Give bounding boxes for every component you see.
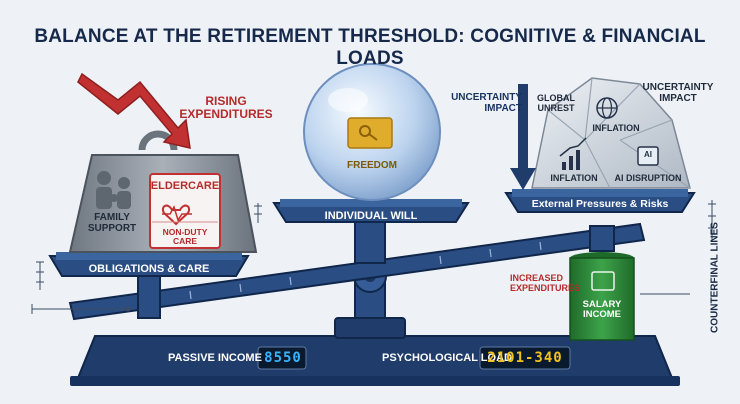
pulse-icon (162, 205, 192, 222)
obligations-care-label: OBLIGATIONS & CARE (88, 263, 210, 275)
increased-expenditures-label: INCREASED EXPENDITURES (510, 273, 581, 293)
right-pan-rim (512, 189, 688, 197)
balance-beam (68, 222, 646, 321)
counterfinal-lines-label: COUNTERFINAL LINES (709, 222, 721, 333)
external-pressures-label: External Pressures & Risks (531, 198, 669, 210)
psychological-load-display (479, 346, 571, 370)
passive-income-value: 8550 (264, 350, 302, 366)
heart-icon (162, 204, 190, 226)
rock-label-global-unrest: GLOBAL UNREST (537, 93, 575, 113)
center-pan-rim (280, 199, 462, 207)
family-icon (96, 171, 131, 209)
left-pan-rim (56, 252, 242, 260)
ai-chip-icon (637, 146, 659, 166)
key-icon (359, 125, 371, 137)
rock-label-ai-disruption: AI DISRUPTION (614, 173, 682, 183)
family-support-label: FAMILY SUPPORT (87, 212, 137, 234)
rock-label-inflation-lower: INFLATION (550, 173, 598, 183)
right-pan-stem (589, 225, 615, 252)
passive-income-display (257, 346, 307, 370)
wallet-icon (591, 271, 615, 291)
rising-expenditures-label: RISING EXPENDITURES (179, 94, 273, 122)
left-ruler-ticks (31, 203, 262, 314)
globe-icon (596, 97, 618, 119)
bar-chart-icon (559, 137, 587, 170)
eldercare-card-title: ELDERCARE (150, 180, 220, 192)
eldercare-card (149, 173, 221, 249)
rock-label-uncertainty-impact: UNCERTAINTY IMPACT (642, 82, 714, 104)
center-pan-stem (354, 217, 386, 264)
rising-expenditures-arrow (77, 72, 191, 149)
uncertainty-arrow-head (510, 168, 536, 190)
rock-label-inflation-upper: INFLATION (592, 123, 640, 133)
ai-chip-text: AI (644, 150, 652, 159)
base-foot (70, 376, 680, 386)
freedom-label: FREEDOM (347, 160, 397, 171)
uncertainty-arrow-shaft (518, 84, 528, 170)
passive-income-label: PASSIVE INCOME (168, 352, 262, 364)
page-title: BALANCE AT THE RETIREMENT THRESHOLD: COG… (34, 26, 706, 69)
salary-income-label: SALARY INCOME (582, 299, 622, 321)
eldercare-card-subtitle: NON-DUTY CARE (162, 227, 208, 247)
uncertainty-impact-arrow-label: UNCERTAINTY IMPACT (451, 92, 522, 114)
post-collar (334, 317, 406, 339)
right-ruler-ticks (708, 200, 716, 240)
psychological-load-label: PSYCHOLOGICAL LOAD (382, 352, 512, 364)
individual-will-label: INDIVIDUAL WILL (324, 210, 418, 222)
psychological-load-value: 2101-340 (487, 350, 563, 366)
